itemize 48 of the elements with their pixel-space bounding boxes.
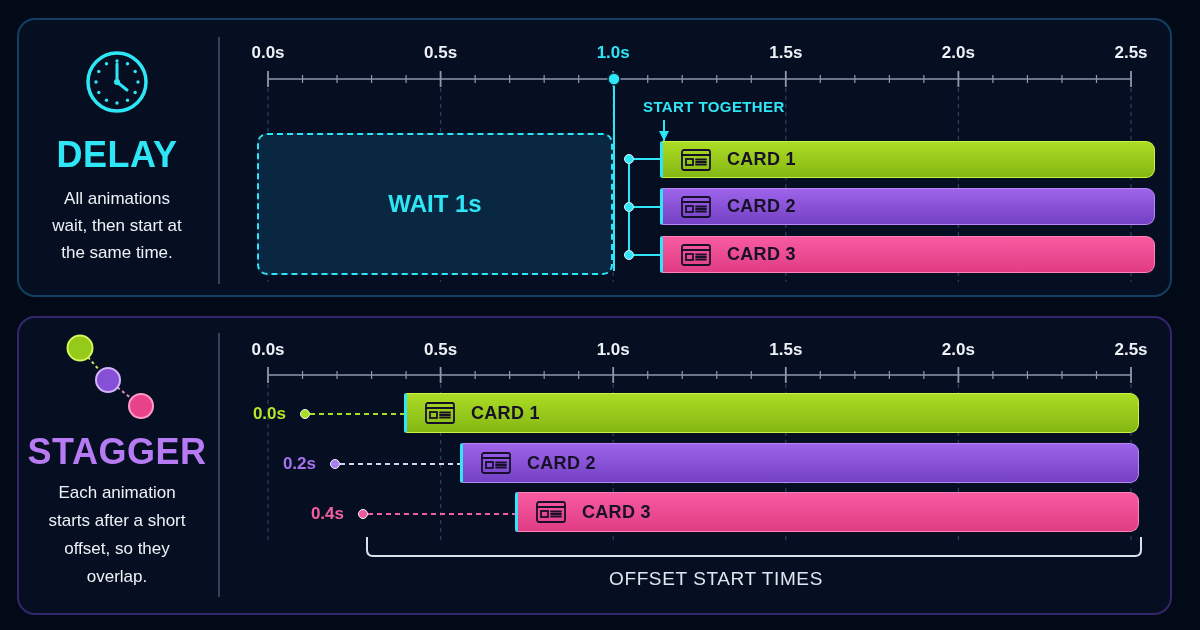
connector-line <box>633 158 661 160</box>
bracket-caption: OFFSET START TIMES <box>608 567 824 591</box>
dashed-line <box>339 463 461 465</box>
section-title: DELAY <box>55 134 179 176</box>
card-label: CARD 2 <box>527 452 596 474</box>
wait-period: WAIT 1s <box>257 133 613 275</box>
offset-label: 0.4s <box>310 504 344 524</box>
card-label: CARD 2 <box>727 196 796 217</box>
tick-label: 0.5s <box>423 339 459 361</box>
tick-label: 0.0s <box>250 339 286 361</box>
description-text: All animations wait, then start at the same time. <box>51 188 183 264</box>
dashed-line <box>309 413 405 415</box>
callout-text: START TOGETHER <box>643 96 785 118</box>
dot-icon <box>624 202 634 212</box>
tick-label: 1.5s <box>768 339 804 361</box>
tick-label: 2.0s <box>940 42 976 64</box>
tick-label: 1.0s <box>595 42 631 64</box>
tick-label: 1.5s <box>768 42 804 64</box>
tick-label: 0.0s <box>250 42 286 64</box>
tick-label: 2.0s <box>940 339 976 361</box>
animation-bar <box>660 141 1155 178</box>
section-title: STAGGER <box>26 431 208 473</box>
arrow <box>659 119 669 142</box>
connector-line <box>633 254 661 256</box>
tick-label: 0.5s <box>423 42 459 64</box>
connector-line <box>628 211 630 251</box>
card-label: CARD 1 <box>727 149 796 170</box>
card-label: CARD 1 <box>471 402 540 424</box>
offset-label: 0.2s <box>282 454 316 474</box>
animation-bar <box>404 393 1139 433</box>
description-text: Each animation starts after a short offset, so they overlap. <box>47 482 187 588</box>
animation-bar <box>660 236 1155 273</box>
animation-bar <box>515 492 1139 532</box>
card-label: CARD 3 <box>727 244 796 265</box>
card-label: CARD 3 <box>582 501 651 523</box>
section-panel <box>17 18 1172 297</box>
connector-line <box>628 163 630 203</box>
offset-label: 0.0s <box>252 404 286 424</box>
tick-label: 1.0s <box>595 339 631 361</box>
connector-line <box>633 206 661 208</box>
animation-bar <box>660 188 1155 225</box>
dashed-line <box>367 513 516 515</box>
dot-icon <box>624 250 634 260</box>
tick-label: 2.5s <box>1113 42 1149 64</box>
animation-bar <box>460 443 1139 483</box>
section-panel <box>17 316 1172 615</box>
tick-label: 2.5s <box>1113 339 1149 361</box>
dot-icon <box>624 154 634 164</box>
